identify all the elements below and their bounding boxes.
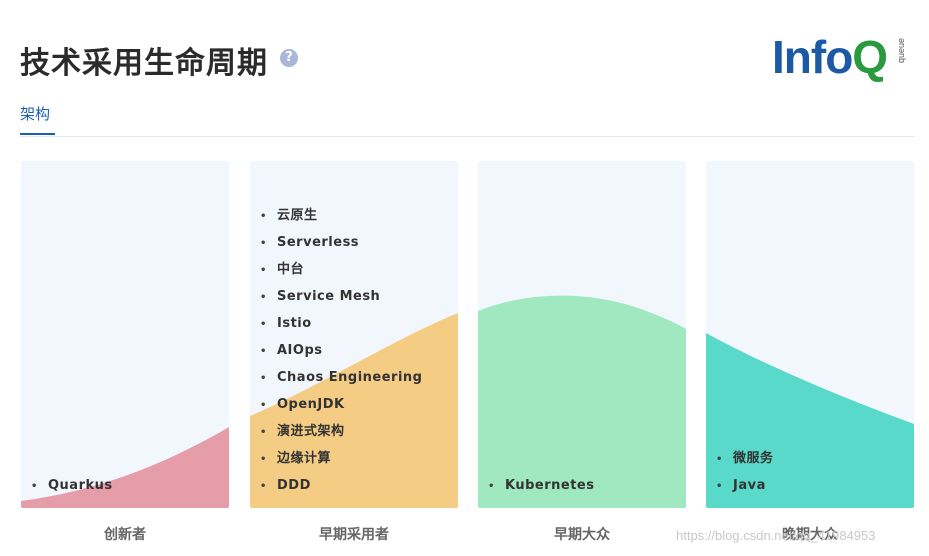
list-item[interactable]: OpenJDK bbox=[260, 391, 422, 418]
list-item[interactable]: Istio bbox=[260, 310, 422, 337]
list-item[interactable]: DDD bbox=[260, 472, 422, 499]
stage-label-late-majority: 晚期大众 bbox=[782, 527, 838, 543]
stage-label-early-adopters: 早期采用者 bbox=[319, 527, 389, 543]
help-icon[interactable]: ? bbox=[280, 49, 298, 67]
list-item[interactable]: 中台 bbox=[260, 256, 422, 283]
panel-late-majority: 微服务 Java bbox=[706, 161, 914, 508]
list-item[interactable]: Serverless bbox=[260, 229, 422, 256]
list-item[interactable]: 演进式架构 bbox=[260, 418, 422, 445]
page-title: 技术采用生命周期 bbox=[20, 46, 268, 81]
list-item[interactable]: Quarkus bbox=[31, 472, 113, 499]
logo-subtext: queue bbox=[896, 38, 906, 64]
late-majority-list: 微服务 Java bbox=[716, 445, 774, 499]
innovators-list: Quarkus bbox=[31, 472, 113, 499]
list-item[interactable]: Java bbox=[716, 472, 774, 499]
list-item[interactable]: AIOps bbox=[260, 337, 422, 364]
innovators-curve bbox=[21, 427, 229, 508]
tab-architecture[interactable]: 架构 bbox=[20, 105, 51, 123]
watermark: https://blog.csdn.net/qq_41984953 bbox=[676, 528, 876, 543]
panel-innovators: Quarkus bbox=[21, 161, 229, 508]
active-tab-indicator bbox=[20, 133, 55, 135]
early-adopters-list: 云原生 Serverless 中台 Service Mesh Istio AIO… bbox=[260, 202, 422, 499]
early-majority-list: Kubernetes bbox=[488, 472, 594, 499]
early-majority-curve bbox=[478, 295, 686, 508]
list-item[interactable]: Service Mesh bbox=[260, 283, 422, 310]
list-item[interactable]: Chaos Engineering bbox=[260, 364, 422, 391]
stage-label-innovators: 创新者 bbox=[104, 527, 146, 543]
logo-wordmark: InfoQ bbox=[772, 31, 888, 83]
list-item[interactable]: 微服务 bbox=[716, 445, 774, 472]
panel-early-adopters: 云原生 Serverless 中台 Service Mesh Istio AIO… bbox=[250, 161, 458, 508]
list-item[interactable]: Kubernetes bbox=[488, 472, 594, 499]
panel-early-majority: Kubernetes bbox=[478, 161, 686, 508]
list-item[interactable]: 云原生 bbox=[260, 202, 422, 229]
stage-label-early-majority: 早期大众 bbox=[554, 527, 610, 543]
infoq-logo[interactable]: InfoQ queue bbox=[772, 30, 912, 84]
tab-divider bbox=[20, 136, 915, 137]
list-item[interactable]: 边缘计算 bbox=[260, 445, 422, 472]
